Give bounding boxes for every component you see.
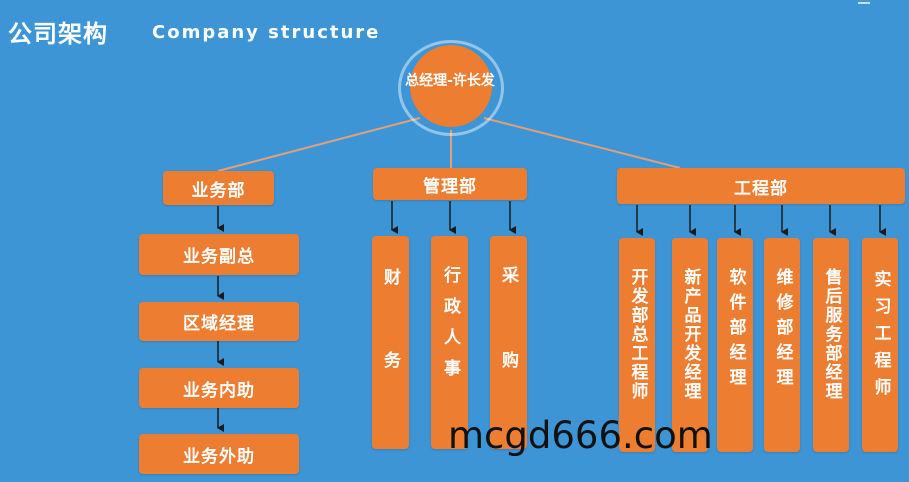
dept-engineering: 工程部: [617, 168, 905, 204]
root-node-label: 总经理-许长发: [405, 73, 495, 89]
node-intern-engineer: 实习工程师: [862, 238, 898, 452]
node-purchasing: 采购: [490, 236, 527, 449]
dept-management: 管理部: [373, 168, 527, 200]
node-admin-hr: 行政人事: [431, 236, 468, 449]
node-new-product-dev-manager: 新产品开发经理: [672, 238, 708, 452]
node-regional-manager: 区域经理: [139, 302, 299, 341]
node-repair-manager: 维修部经理: [764, 238, 800, 452]
page-subtitle: Company structure: [152, 22, 381, 43]
connector-root-business: [217, 117, 421, 172]
watermark-text: mcgd666.com: [448, 414, 713, 457]
connector-root-engineering: [483, 117, 681, 169]
node-business-inside-assistant: 业务内助: [139, 368, 299, 408]
node-business-vp: 业务副总: [139, 234, 299, 275]
node-business-outside-assistant: 业务外助: [139, 434, 299, 474]
node-dev-chief-engineer: 开发部总工程师: [619, 238, 655, 452]
dept-business: 业务部: [163, 171, 274, 205]
page-title: 公司架构: [8, 20, 108, 48]
window-minimize-mark: [858, 2, 870, 4]
root-node: [410, 45, 492, 127]
node-finance: 财务: [372, 236, 409, 449]
node-software-manager: 软件部经理: [717, 238, 753, 452]
node-after-sales-manager: 售后服务部经理: [813, 238, 849, 452]
root-node-ring: [398, 40, 504, 136]
